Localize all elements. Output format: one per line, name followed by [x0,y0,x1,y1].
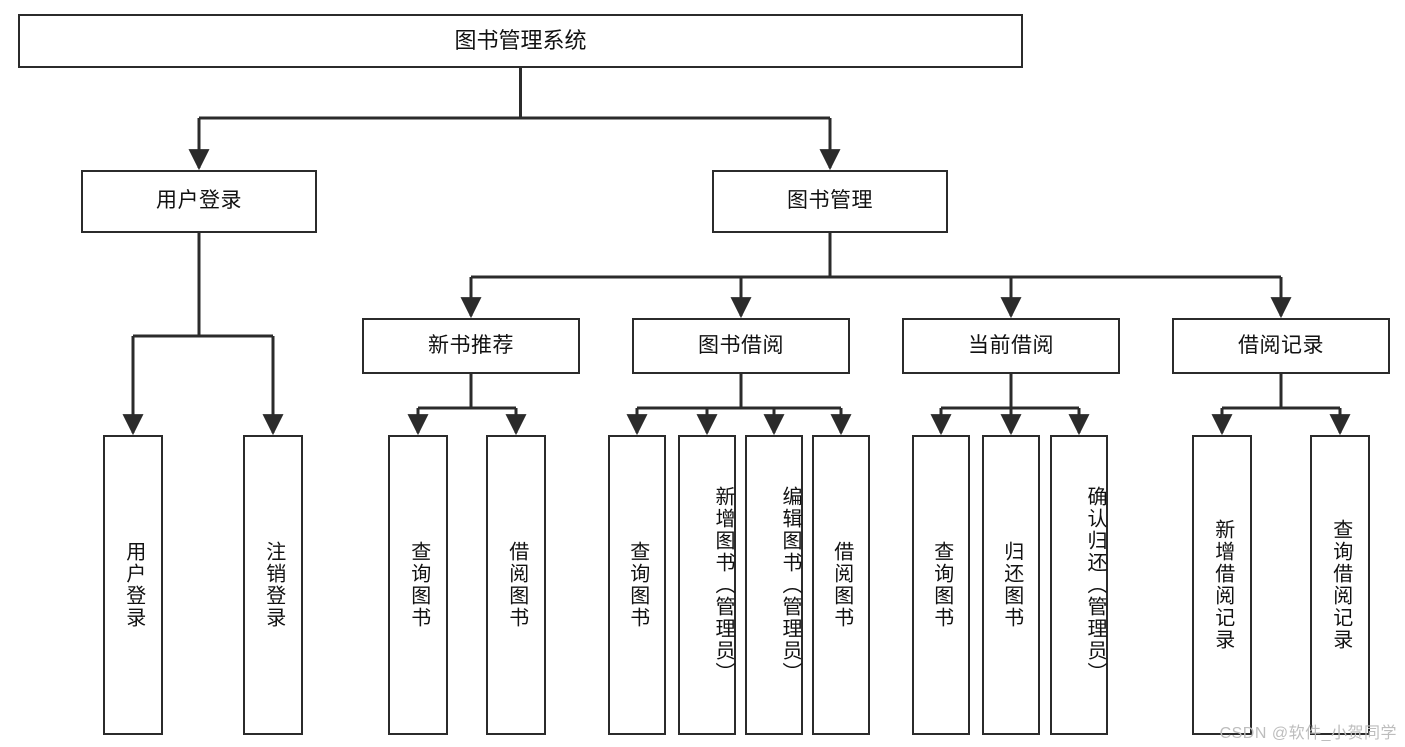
node-label: 查询图书 [626,541,649,629]
node-label: 归还图书 [1000,541,1023,629]
node-label: 新增图书（管理员） [712,486,734,684]
node-user-login[interactable]: 用户登录 [81,170,317,233]
node-leaf-query-book-1[interactable]: 查询图书 [388,435,448,735]
node-label: 用户登录 [122,541,145,629]
node-label: 编辑图书（管理员） [779,486,801,684]
node-label: 新书推荐 [428,333,514,357]
node-leaf-add-book[interactable]: 新增图书（管理员） [678,435,736,735]
node-leaf-user-login[interactable]: 用户登录 [103,435,163,735]
node-leaf-confirm-return[interactable]: 确认归还（管理员） [1050,435,1108,735]
node-new-book-recommend[interactable]: 新书推荐 [362,318,580,374]
node-label: 新增借阅记录 [1211,519,1234,651]
node-label: 用户登录 [156,189,242,213]
node-borrow-record[interactable]: 借阅记录 [1172,318,1390,374]
node-leaf-logout[interactable]: 注销登录 [243,435,303,735]
node-leaf-edit-book[interactable]: 编辑图书（管理员） [745,435,803,735]
watermark: CSDN @软件_小贺同学 [1219,725,1397,742]
node-label: 借阅图书 [505,541,528,629]
node-leaf-query-book-3[interactable]: 查询图书 [912,435,970,735]
node-label: 借阅记录 [1238,333,1324,357]
node-leaf-add-record[interactable]: 新增借阅记录 [1192,435,1252,735]
node-label: 注销登录 [262,541,285,629]
node-label: 借阅图书 [830,541,853,629]
node-book-borrow[interactable]: 图书借阅 [632,318,850,374]
node-label: 查询图书 [407,541,430,629]
node-current-borrow[interactable]: 当前借阅 [902,318,1120,374]
node-book-manage[interactable]: 图书管理 [712,170,948,233]
node-leaf-borrow-book-2[interactable]: 借阅图书 [812,435,870,735]
node-label: 图书借阅 [698,333,784,357]
node-leaf-borrow-book-1[interactable]: 借阅图书 [486,435,546,735]
node-label: 查询图书 [930,541,953,629]
node-label: 查询借阅记录 [1329,519,1352,651]
node-label: 当前借阅 [968,333,1054,357]
node-label: 图书管理系统 [454,28,587,54]
node-label: 确认归还（管理员） [1084,486,1106,684]
node-leaf-query-record[interactable]: 查询借阅记录 [1310,435,1370,735]
node-leaf-query-book-2[interactable]: 查询图书 [608,435,666,735]
node-root[interactable]: 图书管理系统 [18,14,1023,68]
node-leaf-return-book[interactable]: 归还图书 [982,435,1040,735]
node-label: 图书管理 [787,189,873,213]
